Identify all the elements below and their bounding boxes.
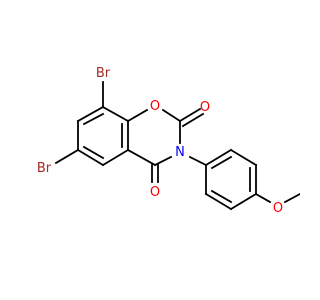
atom-o-ring-label: O [150, 99, 160, 114]
bond-c8-c8a [101, 105, 130, 123]
bond-c7-c8-inner [82, 112, 105, 126]
bond-ar1-ar2 [204, 148, 233, 167]
bond-c8a-o1 [126, 108, 149, 123]
atom-o-carbonyl-right-label: O [200, 100, 210, 115]
bond-c6-br [54, 148, 80, 165]
bond-c7-c8 [76, 105, 105, 123]
bond-n3-aryl [188, 155, 208, 167]
bond-c5-c6 [76, 148, 105, 167]
bond-c2-o-double-a [178, 107, 202, 123]
atom-br-top-label: Br [96, 66, 111, 81]
bond-ar5-ar6-inner [210, 189, 233, 204]
bond-c5-c6-inner [82, 145, 105, 160]
bond-c4a-c5 [101, 148, 130, 167]
bond-c2-o-double-b [181, 112, 205, 128]
bond-ar5-ar6 [204, 192, 233, 211]
bond-ar2-ar3 [229, 148, 258, 167]
bond-ar4-ar5 [229, 192, 258, 211]
atom-o-methoxy-label: O [273, 201, 283, 216]
bond-ar4-o [254, 192, 272, 204]
atom-o-carbonyl-bottom-label: O [150, 185, 160, 200]
bond-ar1-ar2-inner [210, 155, 233, 170]
bond-n3-c4 [153, 155, 173, 167]
molecule-structure: Br Br O O O N O [37, 66, 300, 216]
bond-o-ch3 [283, 192, 300, 204]
atom-n-label: N [175, 145, 185, 160]
bond-o1-c2 [161, 108, 182, 123]
atom-br-left-label: Br [37, 161, 52, 176]
bond-c4-c4a [126, 148, 157, 167]
